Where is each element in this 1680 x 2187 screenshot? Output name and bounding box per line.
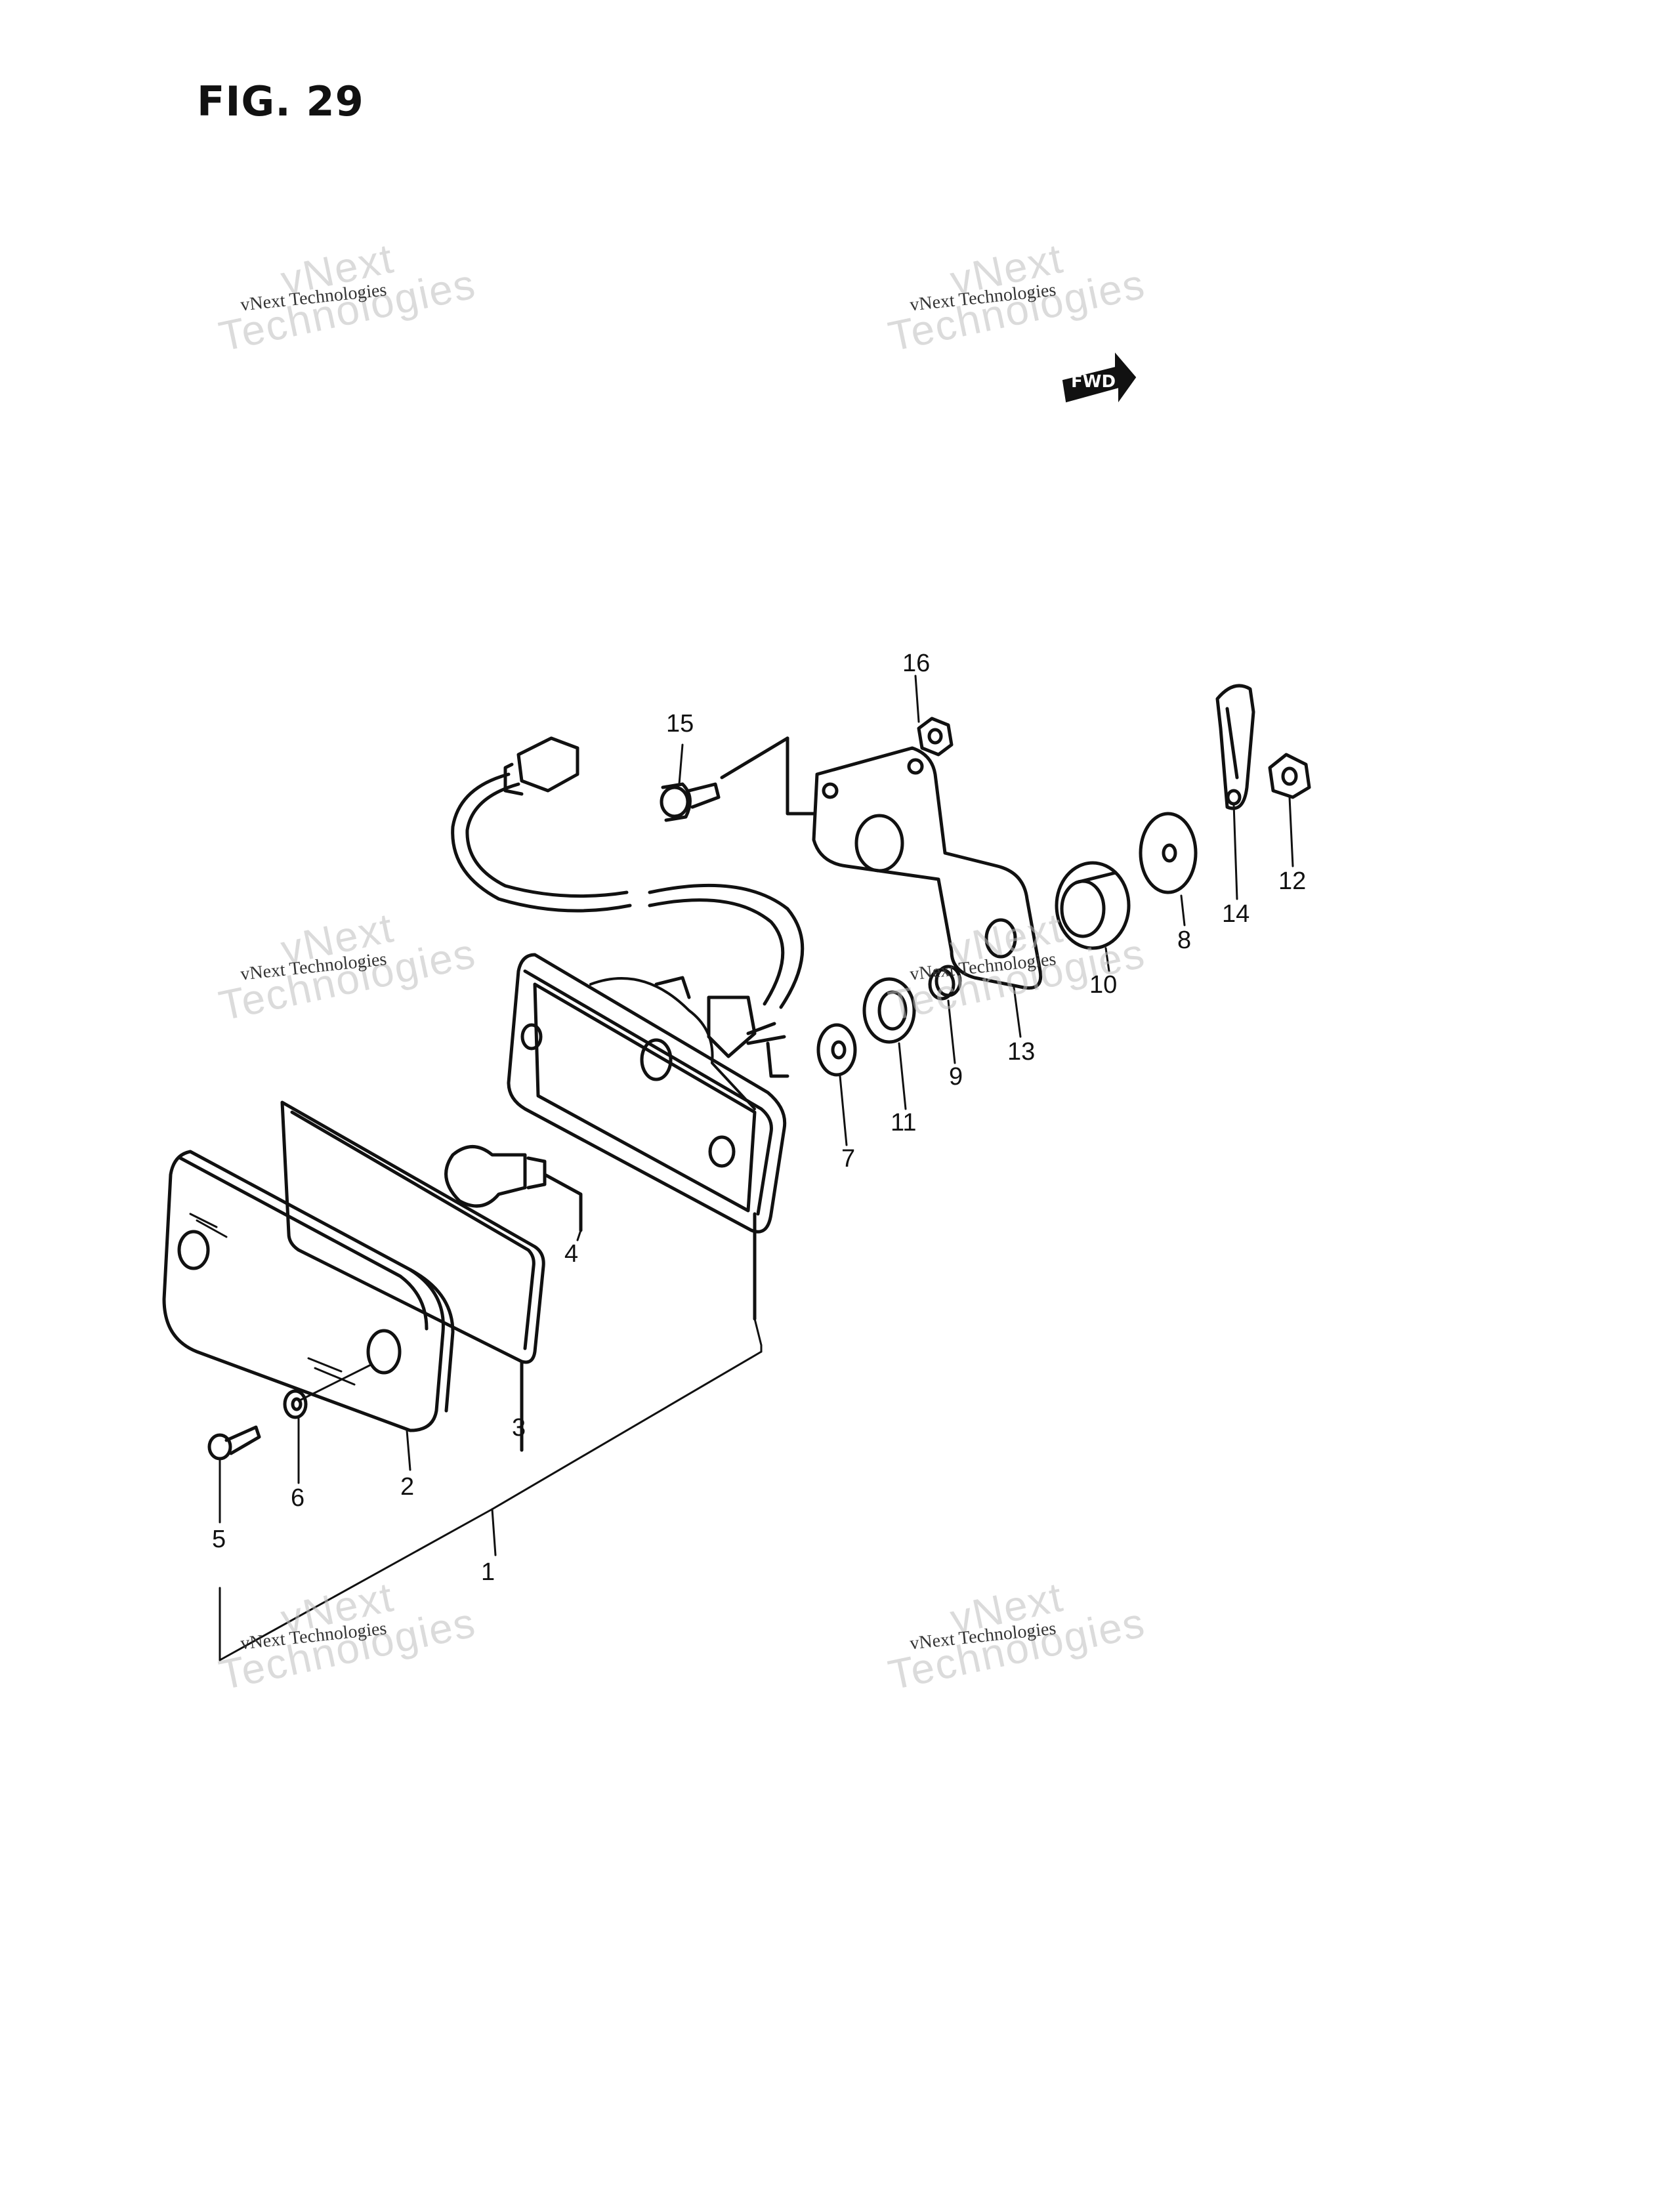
fwd-label: FWD <box>1071 372 1116 392</box>
callout-6: 6 <box>291 1484 305 1512</box>
collar-9 <box>928 965 962 1001</box>
callout-8: 8 <box>1177 927 1192 954</box>
housing <box>507 953 789 1321</box>
gasket <box>280 1100 545 1452</box>
callout-11: 11 <box>891 1109 917 1136</box>
leader-lines <box>219 675 1294 1661</box>
callout-3: 3 <box>512 1414 526 1442</box>
bracket-13 <box>720 736 1043 990</box>
callout-9: 9 <box>949 1063 963 1091</box>
nut-16 <box>917 717 954 757</box>
callout-7: 7 <box>841 1145 856 1173</box>
washer-7 <box>816 1023 857 1077</box>
washer-8 <box>1139 812 1198 894</box>
callout-10: 10 <box>1089 971 1118 999</box>
washer-6 <box>283 1389 308 1419</box>
callout-15: 15 <box>666 710 694 738</box>
callout-1: 1 <box>481 1558 495 1586</box>
grommet-11 <box>862 977 916 1044</box>
wire-harness <box>451 736 805 1009</box>
cushion-10 <box>1055 861 1131 950</box>
callout-4: 4 <box>564 1240 579 1268</box>
callout-14: 14 <box>1222 900 1250 928</box>
fwd-arrow-icon <box>1062 352 1137 403</box>
screw-5 <box>207 1425 261 1461</box>
callout-12: 12 <box>1278 867 1307 895</box>
nut-12 <box>1268 753 1311 799</box>
callout-13: 13 <box>1007 1038 1036 1066</box>
figure-title: FIG. 29 <box>197 77 364 125</box>
callout-5: 5 <box>212 1526 226 1553</box>
ground-strap-14 <box>1215 684 1255 810</box>
lens <box>162 1150 455 1432</box>
bolt-15 <box>660 782 721 822</box>
bulb <box>444 1145 583 1232</box>
callout-2: 2 <box>400 1473 415 1501</box>
callout-16: 16 <box>902 650 931 677</box>
